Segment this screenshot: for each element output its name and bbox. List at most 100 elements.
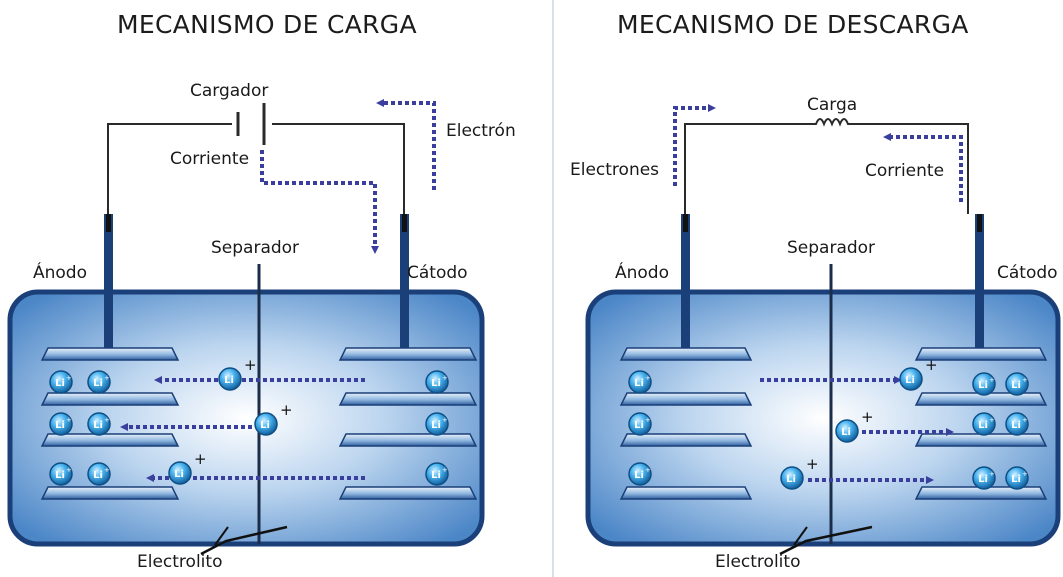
lithium-ion: Li+	[1005, 466, 1029, 490]
discharge-cathode-plates	[914, 347, 1048, 500]
cathode-label: Cátodo	[407, 263, 468, 283]
charger-label: Cargador	[190, 81, 269, 101]
lithium-ion-charge: +	[280, 401, 293, 419]
lithium-ion-symbol: Li	[1011, 474, 1021, 485]
lithium-ion-symbol: Li	[224, 375, 234, 386]
discharge-circuit-wire	[684, 118, 969, 214]
lithium-ion: Li+	[1005, 372, 1029, 396]
lithium-ion-symbol: Li	[786, 474, 796, 485]
discharge-electrolyte-label: Electrolito	[715, 552, 801, 572]
lithium-ion-charge: +	[104, 416, 110, 424]
lithium-ion-charge: +	[645, 466, 651, 474]
lithium-ion: Li+	[1005, 412, 1029, 436]
lithium-ion-charge: +	[194, 450, 207, 468]
lithium-ion-symbol: Li	[55, 378, 65, 389]
lithium-ion-symbol: Li	[978, 420, 988, 431]
lithium-ion: Li+	[972, 412, 996, 436]
charge-title: MECANISMO DE CARGA	[117, 10, 417, 39]
lithium-ion-charge: +	[989, 416, 995, 424]
lithium-ion-charge: +	[442, 466, 448, 474]
lithium-ion-symbol: Li	[93, 420, 103, 431]
lithium-ion-charge: +	[806, 455, 819, 473]
lithium-ion-symbol: Li	[634, 470, 644, 481]
current-flow-arrow	[260, 150, 379, 254]
lithium-ion-charge: +	[104, 374, 110, 382]
lithium-ion: Li +	[780, 455, 819, 490]
lithium-ion-symbol: Li	[431, 420, 441, 431]
charge-cathode-plates	[338, 347, 478, 500]
lithium-ion-charge: +	[861, 408, 874, 426]
separator-label: Separador	[211, 238, 300, 258]
lithium-ion: Li+	[49, 412, 73, 436]
lithium-ion: Li+	[49, 370, 73, 394]
lithium-ion-symbol: Li	[1011, 420, 1021, 431]
lithium-ion-symbol: Li	[260, 420, 270, 431]
electron-flow-arrow	[376, 99, 436, 190]
lithium-ion: Li+	[425, 462, 449, 486]
panel-divider	[552, 0, 554, 577]
lithium-ion: Li+	[87, 412, 111, 436]
cathode-terminal	[400, 214, 409, 294]
lithium-ion: Li+	[425, 370, 449, 394]
electrons-label: Electrones	[570, 160, 660, 180]
lithium-ion-symbol: Li	[978, 474, 988, 485]
lithium-ion: Li+	[972, 466, 996, 490]
lithium-ion-charge: +	[442, 416, 448, 424]
charge-circuit-wire	[107, 123, 405, 214]
lithium-ion-symbol: Li	[634, 420, 644, 431]
lithium-ion-symbol: Li	[905, 375, 915, 386]
lithium-ion-charge: +	[1022, 416, 1028, 424]
lithium-ion-charge: +	[989, 376, 995, 384]
lithium-ion: Li +	[254, 401, 293, 436]
charge-anode-plates	[40, 347, 180, 500]
anode-label: Ánodo	[33, 263, 87, 283]
lithium-ion-charge: +	[244, 356, 257, 374]
lithium-ion: Li+	[972, 372, 996, 396]
lithium-ion-charge: +	[1022, 470, 1028, 478]
lithium-ion-charge: +	[989, 470, 995, 478]
electron-label: Electrón	[446, 121, 516, 141]
discharge-title: MECANISMO DE DESCARGA	[617, 10, 969, 39]
lithium-ion-symbol: Li	[978, 380, 988, 391]
lithium-ion-charge: +	[66, 374, 72, 382]
discharge-cathode-label: Cátodo	[997, 263, 1058, 283]
lithium-ion-symbol: Li	[431, 378, 441, 389]
lithium-ion-charge: +	[645, 374, 651, 382]
lithium-ion-symbol: Li	[55, 420, 65, 431]
lithium-ion-symbol: Li	[431, 470, 441, 481]
lithium-ion: Li+	[628, 412, 652, 436]
lithium-ion: Li+	[49, 462, 73, 486]
discharge-current-label: Corriente	[865, 161, 945, 181]
lithium-ion-symbol: Li	[93, 378, 103, 389]
lithium-ion-charge: +	[104, 466, 110, 474]
discharge-anode-plates	[619, 347, 753, 500]
lithium-ion: Li +	[835, 408, 874, 443]
lithium-ion: Li+	[87, 370, 111, 394]
lithium-ion: Li +	[218, 356, 257, 391]
lithium-ion-symbol: Li	[634, 378, 644, 389]
anode-terminal	[104, 214, 113, 294]
lithium-ion: Li+	[87, 462, 111, 486]
lithium-ion-symbol: Li	[1011, 380, 1021, 391]
charge-panel	[7, 99, 485, 556]
lithium-ion: Li+	[628, 462, 652, 486]
lithium-ion-charge: +	[66, 416, 72, 424]
charge-cell	[7, 289, 485, 547]
current-label: Corriente	[170, 149, 250, 169]
lithium-ion-charge: +	[66, 466, 72, 474]
lithium-ion: Li+	[628, 370, 652, 394]
discharge-anode-terminal	[681, 214, 690, 294]
lithium-ion-charge: +	[925, 356, 938, 374]
discharge-separator-label: Separador	[787, 238, 876, 258]
lithium-ion: Li +	[899, 356, 938, 391]
lithium-ion: Li+	[168, 450, 207, 485]
lithium-ion: Li+	[425, 412, 449, 436]
lithium-ion-symbol: Li	[93, 470, 103, 481]
electrons-flow-arrow	[673, 104, 716, 186]
lithium-ion-symbol: Li	[841, 427, 851, 438]
load-label: Carga	[807, 95, 858, 115]
discharge-anode-label: Ánodo	[615, 263, 669, 283]
lithium-ion-charge: +	[645, 416, 651, 424]
lithium-ion-charge: +	[1022, 376, 1028, 384]
